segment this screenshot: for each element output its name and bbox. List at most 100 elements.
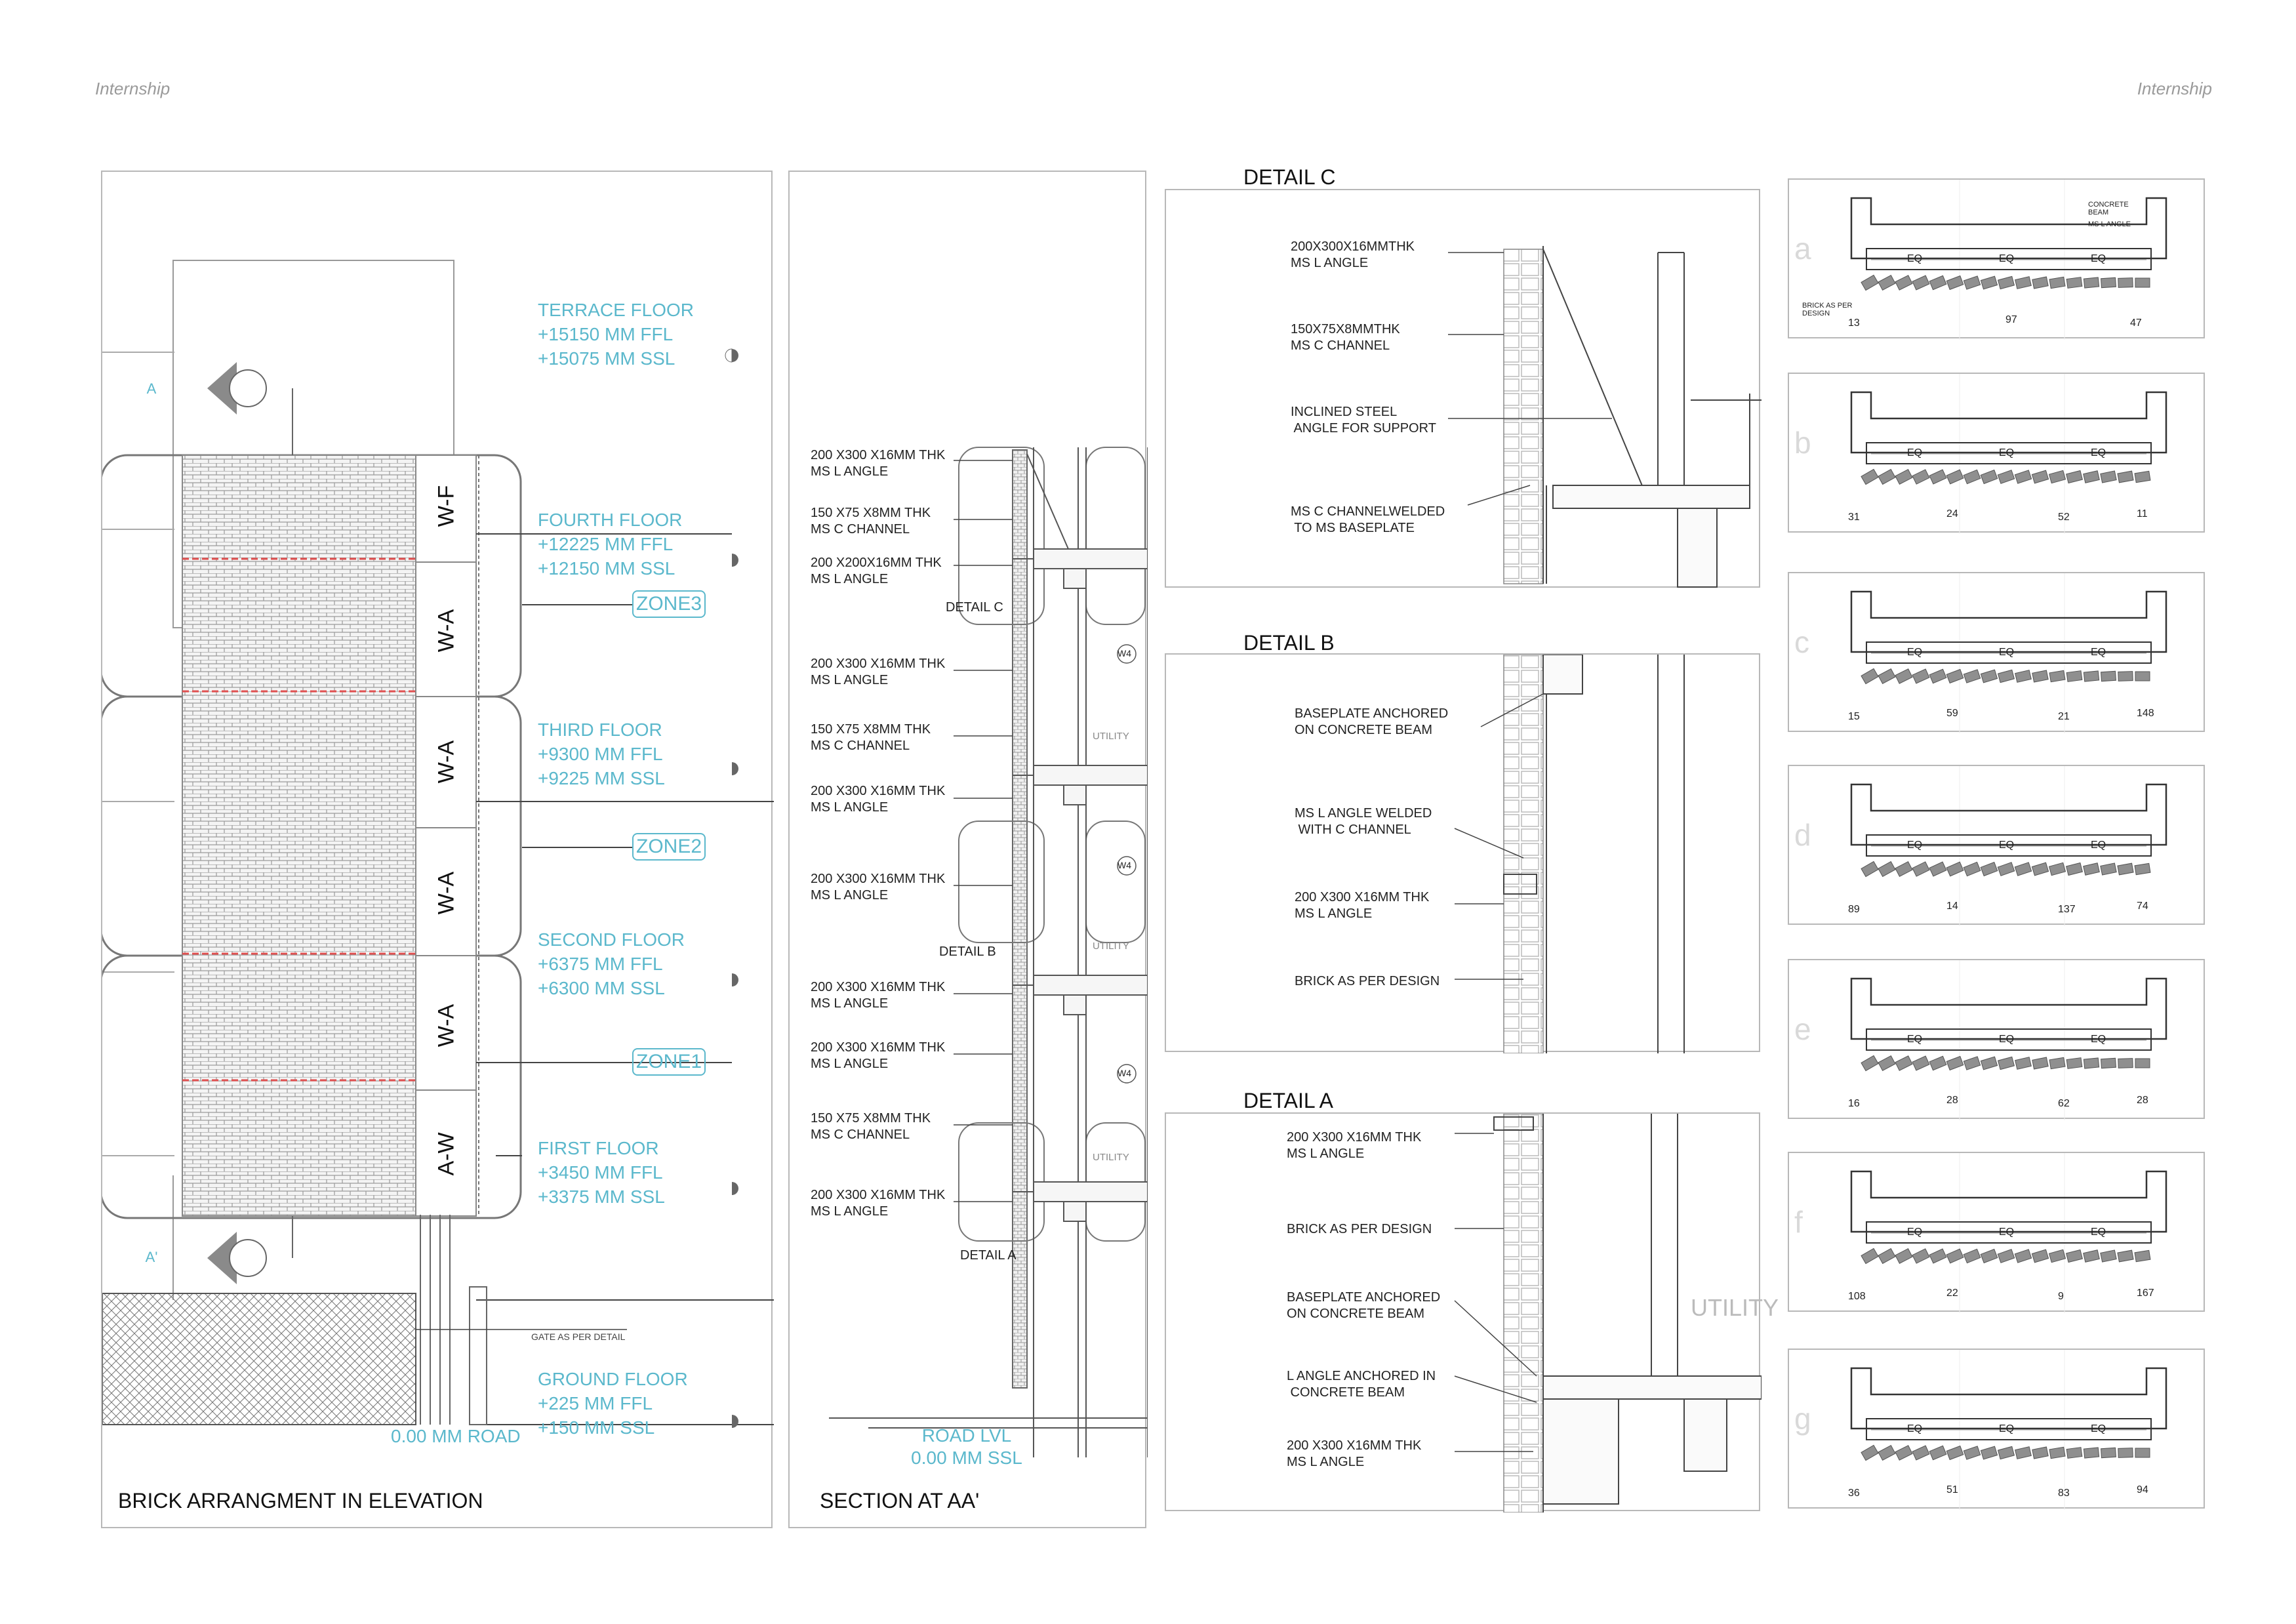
level-ground: GROUND FLOOR +225 MM FFL +150 MM SSL <box>538 1367 688 1440</box>
pattern-drawing <box>1850 573 2167 733</box>
level-name: FOURTH FLOOR <box>538 510 683 530</box>
brick-mark <box>1912 861 1930 877</box>
brick-mark <box>1980 469 1998 485</box>
brick-mark <box>1963 669 1981 683</box>
pattern-note: BRICK AS PER DESIGN <box>1802 302 1853 317</box>
brick-mark <box>1963 1056 1981 1070</box>
level-ffl: +9300 MM FFL <box>538 744 663 764</box>
brick-mark <box>2014 1249 2032 1263</box>
brick-mark <box>1861 668 1879 685</box>
wall-label: W-A <box>433 871 459 915</box>
detail-ref-c[interactable]: DETAIL C <box>946 600 1003 615</box>
brick-mark <box>2117 1249 2134 1263</box>
detail-c-panel: 200X300X16MMTHK MS L ANGLE 150X75X8MMTHK… <box>1165 189 1762 588</box>
eq-label: EQ <box>1999 253 2015 264</box>
eq-label: EQ <box>1999 447 2015 458</box>
brick-mark <box>1946 275 1964 291</box>
brick-mark <box>1895 1248 1913 1264</box>
level-ssl: +15075 MM SSL <box>538 348 675 369</box>
brick-mark <box>1912 469 1930 485</box>
brick-mark <box>2015 276 2032 289</box>
brick-mark <box>1980 1248 1998 1264</box>
detail-ref-b[interactable]: DETAIL B <box>939 944 996 959</box>
eq-label: EQ <box>1999 840 2015 851</box>
brick-mark <box>2083 1447 2100 1459</box>
brick-mark <box>2135 277 2150 288</box>
detail-a-room: UTILITY <box>1691 1294 1779 1321</box>
section-note: 200 X300 X16MM THK MS L ANGLE <box>811 872 946 903</box>
brick-mark <box>2015 1057 2032 1070</box>
brick-count: 28 <box>1946 1095 1958 1106</box>
pattern-drawing <box>1850 1153 2167 1313</box>
level-second: SECOND FLOOR +6375 MM FFL +6300 MM SSL <box>538 927 685 1000</box>
section-note: 150 X75 X8MM THK MS C CHANNEL <box>811 722 931 753</box>
pattern-drawing <box>1850 180 2167 340</box>
level-name: GROUND FLOOR <box>538 1369 688 1389</box>
eq-label: EQ <box>2091 1227 2106 1238</box>
brick-mark <box>2032 276 2049 289</box>
brick-mark <box>1946 1445 1964 1461</box>
brick-mark <box>1980 1056 1998 1070</box>
brick-mark <box>1980 861 1998 877</box>
detail-ref-a[interactable]: DETAIL A <box>960 1248 1017 1263</box>
brick-count: 22 <box>1946 1288 1958 1299</box>
brick-count: 148 <box>2137 708 2154 719</box>
brick-count: 108 <box>1848 1291 1866 1302</box>
detail-c-drawing <box>1448 246 1762 588</box>
brick-mark <box>1963 1446 1981 1460</box>
brick-count: 94 <box>2137 1484 2148 1495</box>
brick-count: 21 <box>2058 711 2070 722</box>
detail-a-panel: 200 X300 X16MM THK MS L ANGLE BRICK AS P… <box>1165 1112 1779 1512</box>
brick-mark <box>1895 1445 1913 1461</box>
brick-mark <box>2118 1058 2133 1068</box>
level-name: FIRST FLOOR <box>538 1138 659 1158</box>
wall-label: A-W <box>433 1132 459 1176</box>
pattern-letter: b <box>1794 426 1811 460</box>
brick-mark <box>1980 1446 1998 1460</box>
eq-label: EQ <box>1907 253 1923 264</box>
brick-mark <box>1946 469 1964 485</box>
brick-mark <box>1980 275 1998 290</box>
brick-mark <box>1963 275 1981 290</box>
brick-mark <box>2066 1249 2083 1263</box>
brick-mark <box>2101 670 2116 682</box>
level-ffl: +3450 MM FFL <box>538 1162 663 1183</box>
detail-b-drawing <box>1454 655 1685 1053</box>
brick-mark <box>1929 469 1947 485</box>
brick-mark <box>2014 862 2032 876</box>
brick-mark <box>2134 470 2151 483</box>
brick-mark <box>1878 1444 1896 1461</box>
level-fourth: FOURTH FLOOR +12225 MM FFL +12150 MM SSL <box>538 508 682 580</box>
detail-a-note: 200 X300 X16MM THK MS L ANGLE <box>1287 1130 1422 1161</box>
brick-mark <box>1997 669 2015 683</box>
elevation-panel: A A' W-F W-A W-A W-A W-A A-W TERRACE FLO… <box>101 171 774 1528</box>
room-name: UTILITY <box>1093 1152 1129 1163</box>
brick-mark <box>2101 277 2116 289</box>
brick-count: 83 <box>2058 1488 2070 1499</box>
section-mark-a: A <box>146 380 157 397</box>
brick-mark <box>1946 668 1964 684</box>
brick-count: 89 <box>1848 904 1860 915</box>
brick-mark <box>2066 277 2083 289</box>
room-tag: W4 <box>1118 1068 1131 1078</box>
brick-mark <box>1946 861 1964 877</box>
brick-count: 13 <box>1848 317 1860 329</box>
brick-mark <box>1980 669 1998 683</box>
road-level: 0.00 MM ROAD <box>391 1426 521 1446</box>
detail-c-title: DETAIL C <box>1243 165 1336 189</box>
brick-mark <box>2048 1249 2066 1263</box>
detail-b-title: DETAIL B <box>1243 631 1335 655</box>
eq-label: EQ <box>1999 1423 2015 1434</box>
section-note: 200 X300 X16MM THK MS L ANGLE <box>811 784 946 815</box>
brick-mark <box>1878 861 1896 878</box>
pattern-drawing <box>1850 374 2167 534</box>
detail-a-note: 200 X300 X16MM THK MS L ANGLE <box>1287 1438 1422 1469</box>
detail-a-note: L ANGLE ANCHORED IN CONCRETE BEAM <box>1287 1369 1436 1400</box>
brick-count: 47 <box>2130 317 2142 329</box>
brick-mark <box>2014 470 2032 484</box>
brick-count: 24 <box>1946 508 1958 519</box>
brick-mark <box>1963 861 1981 877</box>
